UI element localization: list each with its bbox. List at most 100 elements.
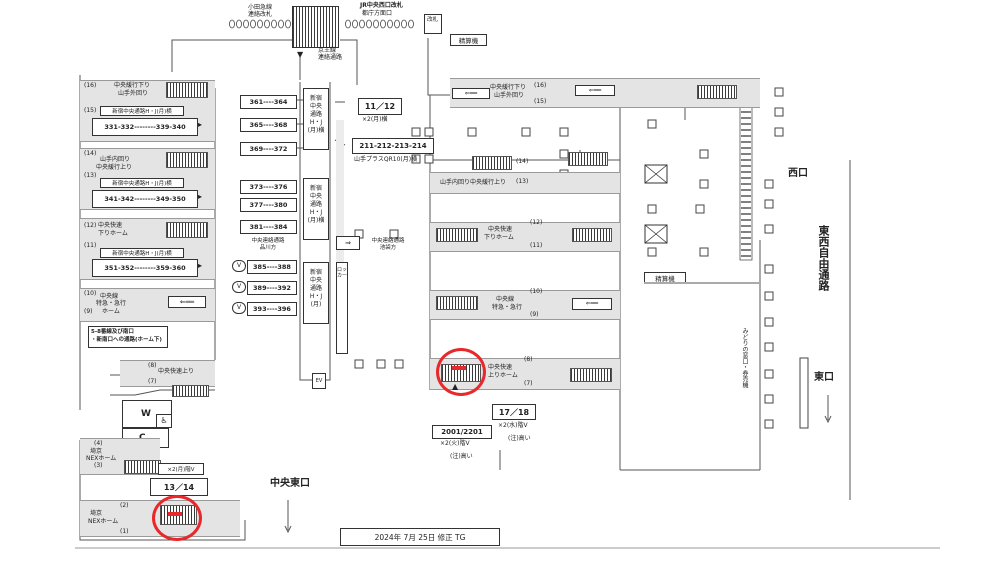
left-platform-8-7 [120,360,215,387]
arrow-box: ⇐══ [575,85,615,96]
stairs-369-372: 369----372 [240,142,297,156]
platform-name: 埼京 [90,510,103,517]
track-number: (3) [94,462,103,469]
stairs-381-384: 381----384 [240,220,297,234]
stairs-211-214-box: 211-212-213-214 [352,138,434,154]
stairs-385-388: 385----388 [247,260,297,274]
south-passage-box: 5-8番線及び南口 ・新南口への通路(ホーム下) [88,326,168,348]
platform-name: 山手内回り中央緩行上り [440,179,507,186]
kaisatsu-box: 改札 [424,14,442,34]
escalator [436,296,478,310]
fare-adjust-top: 精算機 [450,34,487,46]
track-number: (11) [84,242,97,249]
stairs-13-14-box: 13／14 [150,478,208,496]
platform-name: 中央緩行下り [114,82,151,89]
central-stairs-top [292,6,339,48]
track-number: (13) [516,178,529,185]
escalator [166,222,208,238]
arrow-box: ⇐══ [168,296,206,308]
track-number: (10) [530,288,543,295]
stairs-range-box: 341-342--------349-350 [92,190,198,208]
escalator [166,82,208,98]
v-mark: V [232,281,246,293]
platform-name: 中央快速 [488,364,513,371]
stair-note-box: ×2(月)階V [158,463,204,475]
platform-sub2: ホーム [102,308,120,315]
stairs-17-18-box: 17／18 [492,404,536,420]
highlight-circle-right [436,348,486,396]
down-arrow-icon: ▼ [297,50,304,59]
fare-adjust-divider [644,282,760,284]
track-number: (15) [84,107,97,114]
escalator [570,368,612,382]
platform-sub: 特急・急行 [492,304,523,311]
platform-sub: 下りホーム [484,234,514,241]
odakyu-gate-label: 小田急線連絡改札 [247,4,272,18]
platform-sub: 特急・急行 [96,300,127,307]
arrow-right-icon: ▸ [198,192,203,201]
stairs-range-box: 351-352--------359-360 [92,259,198,277]
stairs-365-368: 365----368 [240,118,297,132]
keio-link-label: 京王線連絡通路 [318,47,343,61]
up-arrow-icon: ▲ [452,382,459,391]
platform-name: 中央線 [100,293,119,300]
note-2001: ×2(火)階V [440,440,470,447]
platform-sub: NEXホーム [86,455,117,462]
track-number: (11) [530,242,543,249]
track-number: (16) [84,82,97,89]
platform-sub: 上りホーム [488,372,518,379]
stairs-range-box: 331-332--------339-340 [92,118,198,136]
escalator [472,156,512,170]
right-platform-14-13 [430,172,620,194]
corridor-strip [336,120,344,270]
passage-label: 新宿中央通路H・J(月)横 [100,178,184,188]
stairs-373-376: 373----376 [240,180,297,194]
arrow-right-icon: ▸ [198,120,203,129]
track-number: (14) [516,158,529,165]
platform-sub: 山手外回り [494,92,525,99]
track-number: (8) [148,362,157,369]
jr-west-gate-label: JR中央西口改札 [360,2,403,9]
revision-footer: 2024年 7月 25日 修正 TG [340,528,500,546]
w-label: W [141,409,151,419]
escalator [697,85,737,99]
escalator [568,152,608,166]
platform-name: 中央緩行下り [490,84,527,91]
passage-label: 新宿中央通路H・J(月)横 [100,248,184,258]
v-mark: V [232,260,246,272]
chuo-east-exit-label: 中央東口 [270,478,310,489]
stairs-377-380: 377----380 [240,198,297,212]
midori-label: みどりの窓口・券売機 [741,328,748,388]
note-211: 山手プラスQR10(月)横 [354,156,418,163]
track-number: (8) [524,356,533,363]
shinagawa-label: 中央連絡通路品川方 [251,238,285,251]
east-exit-label: 東口 [814,372,834,383]
track-number: (13) [84,172,97,179]
arrow-box: ⇒ [336,236,360,250]
track-number: (7) [524,380,533,387]
escalator [572,228,612,242]
track-number: (9) [530,311,539,318]
platform-name: 中央快速上り [158,368,195,375]
arrow-box: ⇐══ [572,298,612,310]
platform-sub: NEXホーム [88,518,119,525]
ikebukuro-label: 中央連絡通路池袋方 [371,238,405,251]
arrow-box: ⇐══ [452,88,490,99]
locker-box: ロッカー [336,262,348,354]
escalator [166,152,208,168]
platform-name: 中央線 [496,296,515,303]
stairs-389-392: 389----392 [247,281,297,295]
stairs-2001-2201-box: 2001/2201 [432,425,492,439]
track-number: (12) [84,222,97,229]
highlight-circle-left [152,495,202,541]
note-1718: ×2(水)階V [498,422,528,429]
track-number: (9) [84,308,93,315]
stairs-361-364: 361----364 [240,95,297,109]
note-1112: ×2(月)横 [362,116,388,123]
platform-sub: 下りホーム [98,230,128,237]
west-exit-label: 西口 [788,168,808,179]
track-number: (4) [94,440,103,447]
platform-name: 中央快速 [488,226,513,233]
